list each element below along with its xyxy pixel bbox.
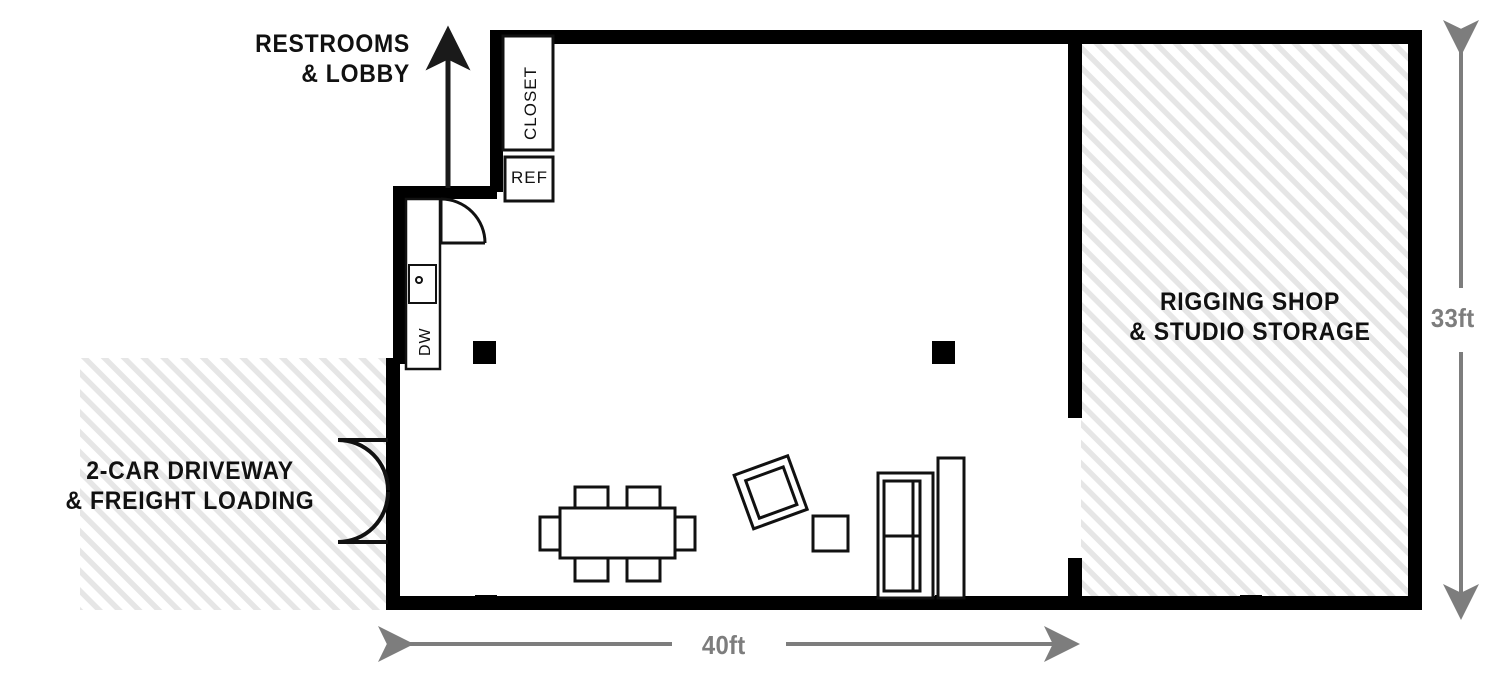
dishwasher-label: DW <box>417 327 434 356</box>
sink-fixture <box>408 264 437 304</box>
column-right <box>932 341 955 364</box>
label-rigging-line2: & STUDIO STORAGE <box>1129 317 1371 346</box>
shelf-unit <box>936 456 966 600</box>
column-left <box>473 341 496 364</box>
label-driveway-line1: 2-CAR DRIVEWAY <box>86 457 294 485</box>
label-restrooms-lobby: RESTROOMS& LOBBY <box>180 30 410 89</box>
freight-door-lower-swing <box>337 491 390 544</box>
entry-door-swing <box>439 197 487 245</box>
refrigerator-fixture <box>503 155 555 203</box>
freight-door-upper-swing <box>337 438 390 491</box>
pilaster-bottom-right <box>1240 595 1262 609</box>
pilaster-bottom-left <box>475 595 497 609</box>
partition-wall-rigging <box>1068 30 1082 610</box>
dimension-label-height: 33ft <box>1430 303 1475 333</box>
sofa <box>876 471 935 600</box>
armchair <box>732 453 810 531</box>
ottoman <box>811 514 850 553</box>
label-rigging-storage: RIGGING SHOP& STUDIO STORAGE <box>1103 288 1397 347</box>
dimension-label-width: 40ft <box>701 630 746 660</box>
hatch-zone-driveway <box>80 358 386 610</box>
hatch-zone-rigging <box>1081 32 1422 610</box>
closet-fixture <box>501 34 555 152</box>
label-restrooms-line1: RESTROOMS <box>255 30 410 58</box>
label-rigging-line1: RIGGING SHOP <box>1159 288 1341 316</box>
building-walls <box>386 30 1422 610</box>
dining-table-set <box>538 485 697 583</box>
refrigerator-label: REF <box>511 168 548 187</box>
label-driveway-line2: & FREIGHT LOADING <box>65 486 315 515</box>
closet-label: CLOSET <box>521 65 540 140</box>
label-restrooms-line2: & LOBBY <box>301 59 410 88</box>
label-driveway-freight: 2-CAR DRIVEWAY& FREIGHT LOADING <box>52 457 328 516</box>
